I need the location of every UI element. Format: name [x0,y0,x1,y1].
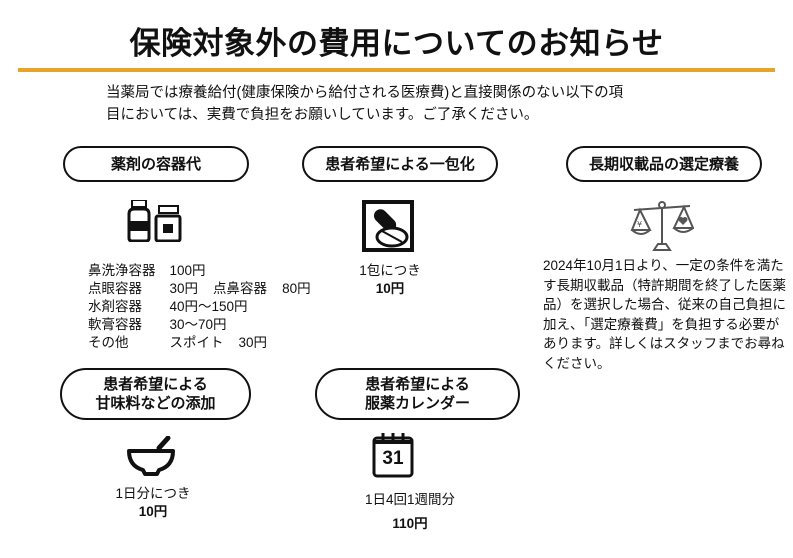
intro-line: 目においては、実費で負担をお願いしています。ご了承ください。 [106,107,539,123]
fee-item: スポイト [169,335,224,350]
fee-row: 軟膏容器 30～70円 [88,316,325,334]
intro-line: 当薬局では療養給付(健康保険から給付される医療費)と直接関係のない以下の項 [106,85,624,101]
medicine-bottles-icon [127,200,182,242]
long-listed-heading: 長期収載品の選定療養 [566,146,762,182]
calendar-day: 31 [382,448,404,469]
sweetener-heading-line: 甘味料などの添加 [95,395,216,412]
fee-price: 30～70円 [169,317,227,332]
containers-heading: 薬剤の容器代 [63,146,249,182]
mortar-pestle-icon [127,436,175,476]
single-dose-unit: 1包につき [359,263,421,278]
fee-item: 鼻洗浄容器 [88,263,156,278]
fee-price: 80円 [282,281,311,296]
fee-price: 30円 [238,335,268,350]
single-dose-price: 10円 [375,281,405,296]
single-dose-heading: 患者希望による一包化 [302,146,498,182]
page-title: 保険対象外の費用についてのお知らせ [129,26,664,61]
calendar-unit: 1日4回1週間分 [364,492,456,507]
sweetener-price: 10円 [138,504,168,519]
pill-packet-icon [362,200,414,252]
svg-text:¥: ¥ [637,220,642,229]
title-divider [18,68,775,72]
fee-row: 水剤容器 40円～150円 [88,298,325,316]
calendar-heading: 患者希望による 服薬カレンダー [315,368,520,420]
calendar-heading-line: 服薬カレンダー [364,395,470,412]
fee-item: 点眼容器 [88,281,142,296]
calendar-icon: 31 [372,432,414,478]
fee-item: 軟膏容器 [88,317,142,332]
sweetener-heading-line: 患者希望による [103,376,208,393]
sweetener-heading: 患者希望による 甘味料などの添加 [60,368,251,420]
fee-row: 点眼容器 30円 点鼻容器 80円 [88,280,325,298]
intro-text: 当薬局では療養給付(健康保険から給付される医療費)と直接関係のない以下の項 目に… [106,82,623,126]
sweetener-unit: 1日分につき [115,486,191,501]
calendar-price: 110円 [392,516,428,531]
fee-price: 100円 [169,263,206,278]
fee-item: その他 [88,335,129,350]
fee-row: 鼻洗浄容器 100円 [88,262,325,280]
balance-scale-icon: ¥ [630,201,694,251]
calendar-heading-line: 患者希望による [365,376,470,393]
long-listed-description: 2024年10月1日より、一定の条件を満たす長期収載品（特許期間を終了した医薬品… [543,258,786,371]
fee-item: 点鼻容器 [213,281,268,296]
fee-price: 40円～150円 [169,299,248,314]
fee-row: その他 スポイト 30円 [88,334,325,352]
fee-item: 水剤容器 [88,299,142,314]
fee-price: 30円 [169,281,199,296]
